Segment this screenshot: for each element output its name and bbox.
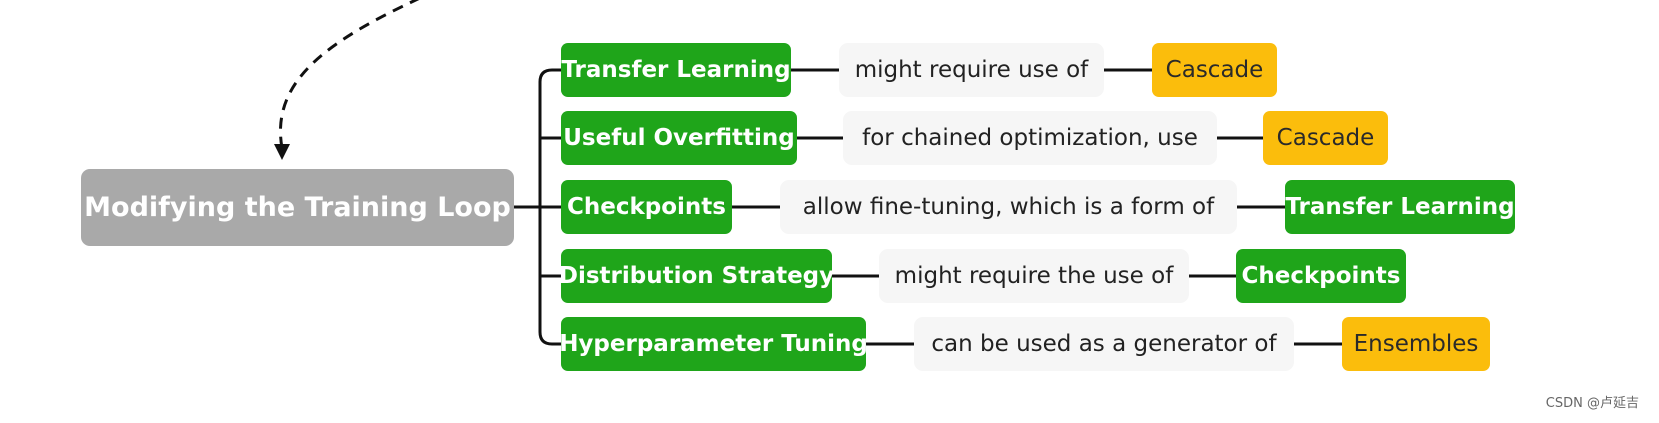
relation-label: can be used as a generator of: [914, 317, 1294, 371]
source-node[interactable]: Transfer Learning: [561, 43, 791, 97]
source-node[interactable]: Hyperparameter Tuning: [559, 317, 868, 371]
target-node[interactable]: Transfer Learning: [1285, 180, 1515, 234]
incoming-dashed-arrow: [279, 0, 420, 149]
target-node[interactable]: Checkpoints: [1236, 249, 1406, 303]
root-node[interactable]: Modifying the Training Loop: [81, 169, 514, 246]
source-node[interactable]: Checkpoints: [561, 180, 732, 234]
watermark: CSDN @卢延吉: [1545, 396, 1639, 411]
relation-label: might require use of: [839, 43, 1104, 97]
relation-label: might require the use of: [879, 249, 1189, 303]
target-node[interactable]: Cascade: [1263, 111, 1388, 165]
relation-label: for chained optimization, use: [843, 111, 1217, 165]
arrowhead: [274, 144, 290, 160]
target-node[interactable]: Ensembles: [1342, 317, 1490, 371]
source-node[interactable]: Useful Overfitting: [561, 111, 797, 165]
target-node[interactable]: Cascade: [1152, 43, 1277, 97]
relation-label: allow fine-tuning, which is a form of: [780, 180, 1237, 234]
source-node[interactable]: Distribution Strategy: [559, 249, 834, 303]
